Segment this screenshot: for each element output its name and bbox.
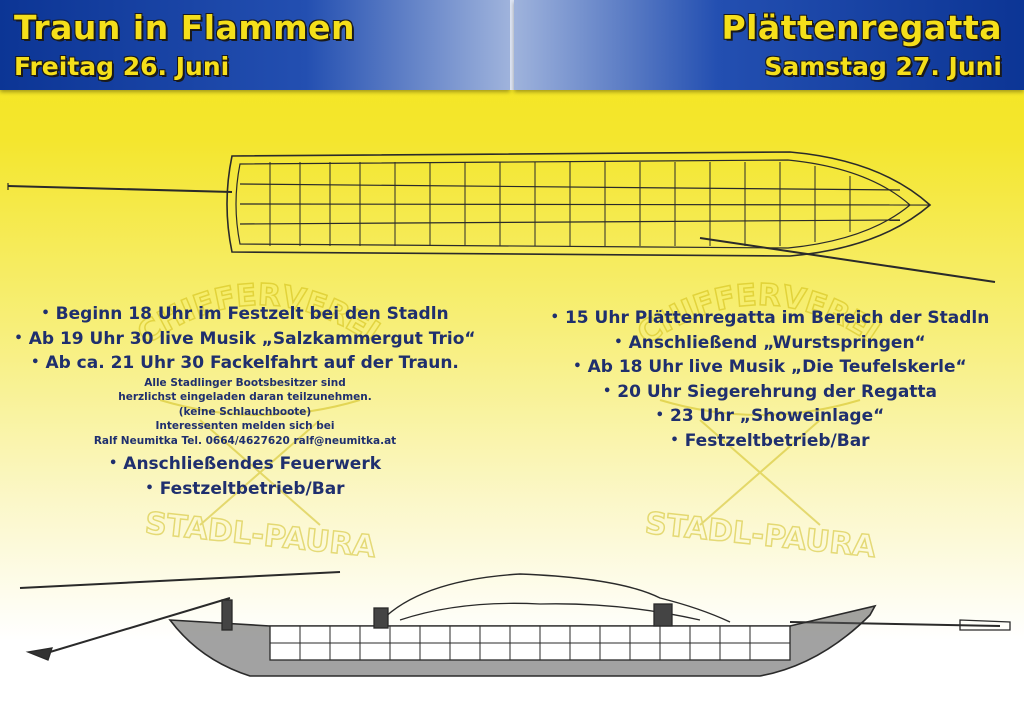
left-title: Traun in Flammen bbox=[14, 8, 355, 47]
banner-divider bbox=[510, 0, 514, 90]
right-item: •20 Uhr Siegerehrung der Regatta bbox=[602, 381, 938, 402]
watermark-left-bottom: STADL-PAURA bbox=[143, 506, 378, 560]
right-item: •Festzeltbetrieb/Bar bbox=[670, 430, 870, 451]
right-item: •15 Uhr Plättenregatta im Bereich der St… bbox=[550, 308, 990, 328]
left-note: Interessenten melden sich bei bbox=[155, 420, 335, 432]
right-program: •15 Uhr Plättenregatta im Bereich der St… bbox=[520, 306, 1020, 453]
watermark-right: SCHIFFERVEREIN STADL-PAURA bbox=[620, 270, 886, 560]
right-item: •Anschließend „Wurstspringen“ bbox=[614, 332, 926, 353]
left-subtitle: Freitag 26. Juni bbox=[14, 52, 230, 81]
left-banner bbox=[0, 0, 510, 90]
left-item: •Festzeltbetrieb/Bar bbox=[145, 478, 345, 499]
left-item: •Beginn 18 Uhr im Festzelt bei den Stadl… bbox=[41, 304, 449, 324]
boat-plan-drawing bbox=[7, 151, 996, 283]
boat-side-drawing bbox=[19, 571, 1011, 677]
left-note: (keine Schlauchboote) bbox=[178, 405, 312, 418]
left-program: •Beginn 18 Uhr im Festzelt bei den Stadl… bbox=[0, 302, 490, 501]
left-item: •Ab 19 Uhr 30 live Musik „Salzkammergut … bbox=[14, 328, 476, 349]
right-item: •23 Uhr „Showeinlage“ bbox=[655, 406, 885, 426]
left-item: •Ab ca. 21 Uhr 30 Fackelfahrt auf der Tr… bbox=[31, 353, 459, 373]
right-subtitle: Samstag 27. Juni bbox=[764, 52, 1002, 81]
left-note-contact: Ralf Neumitka Tel. 0664/4627620 ralf@neu… bbox=[93, 434, 397, 447]
left-item: •Anschließendes Feuerwerk bbox=[108, 454, 382, 474]
left-note: herzlichst eingeladen daran teilzunehmen… bbox=[118, 391, 372, 403]
right-banner bbox=[514, 0, 1024, 90]
left-note: Alle Stadlinger Bootsbesitzer sind bbox=[144, 376, 346, 389]
right-item: •Ab 18 Uhr live Musik „Die Teufelskerle“ bbox=[573, 357, 967, 377]
right-title: Plättenregatta bbox=[721, 8, 1002, 47]
watermark-left: SCHIFFERVEREIN STADL-PAURA bbox=[120, 270, 386, 560]
watermark-right-bottom: STADL-PAURA bbox=[643, 506, 878, 560]
